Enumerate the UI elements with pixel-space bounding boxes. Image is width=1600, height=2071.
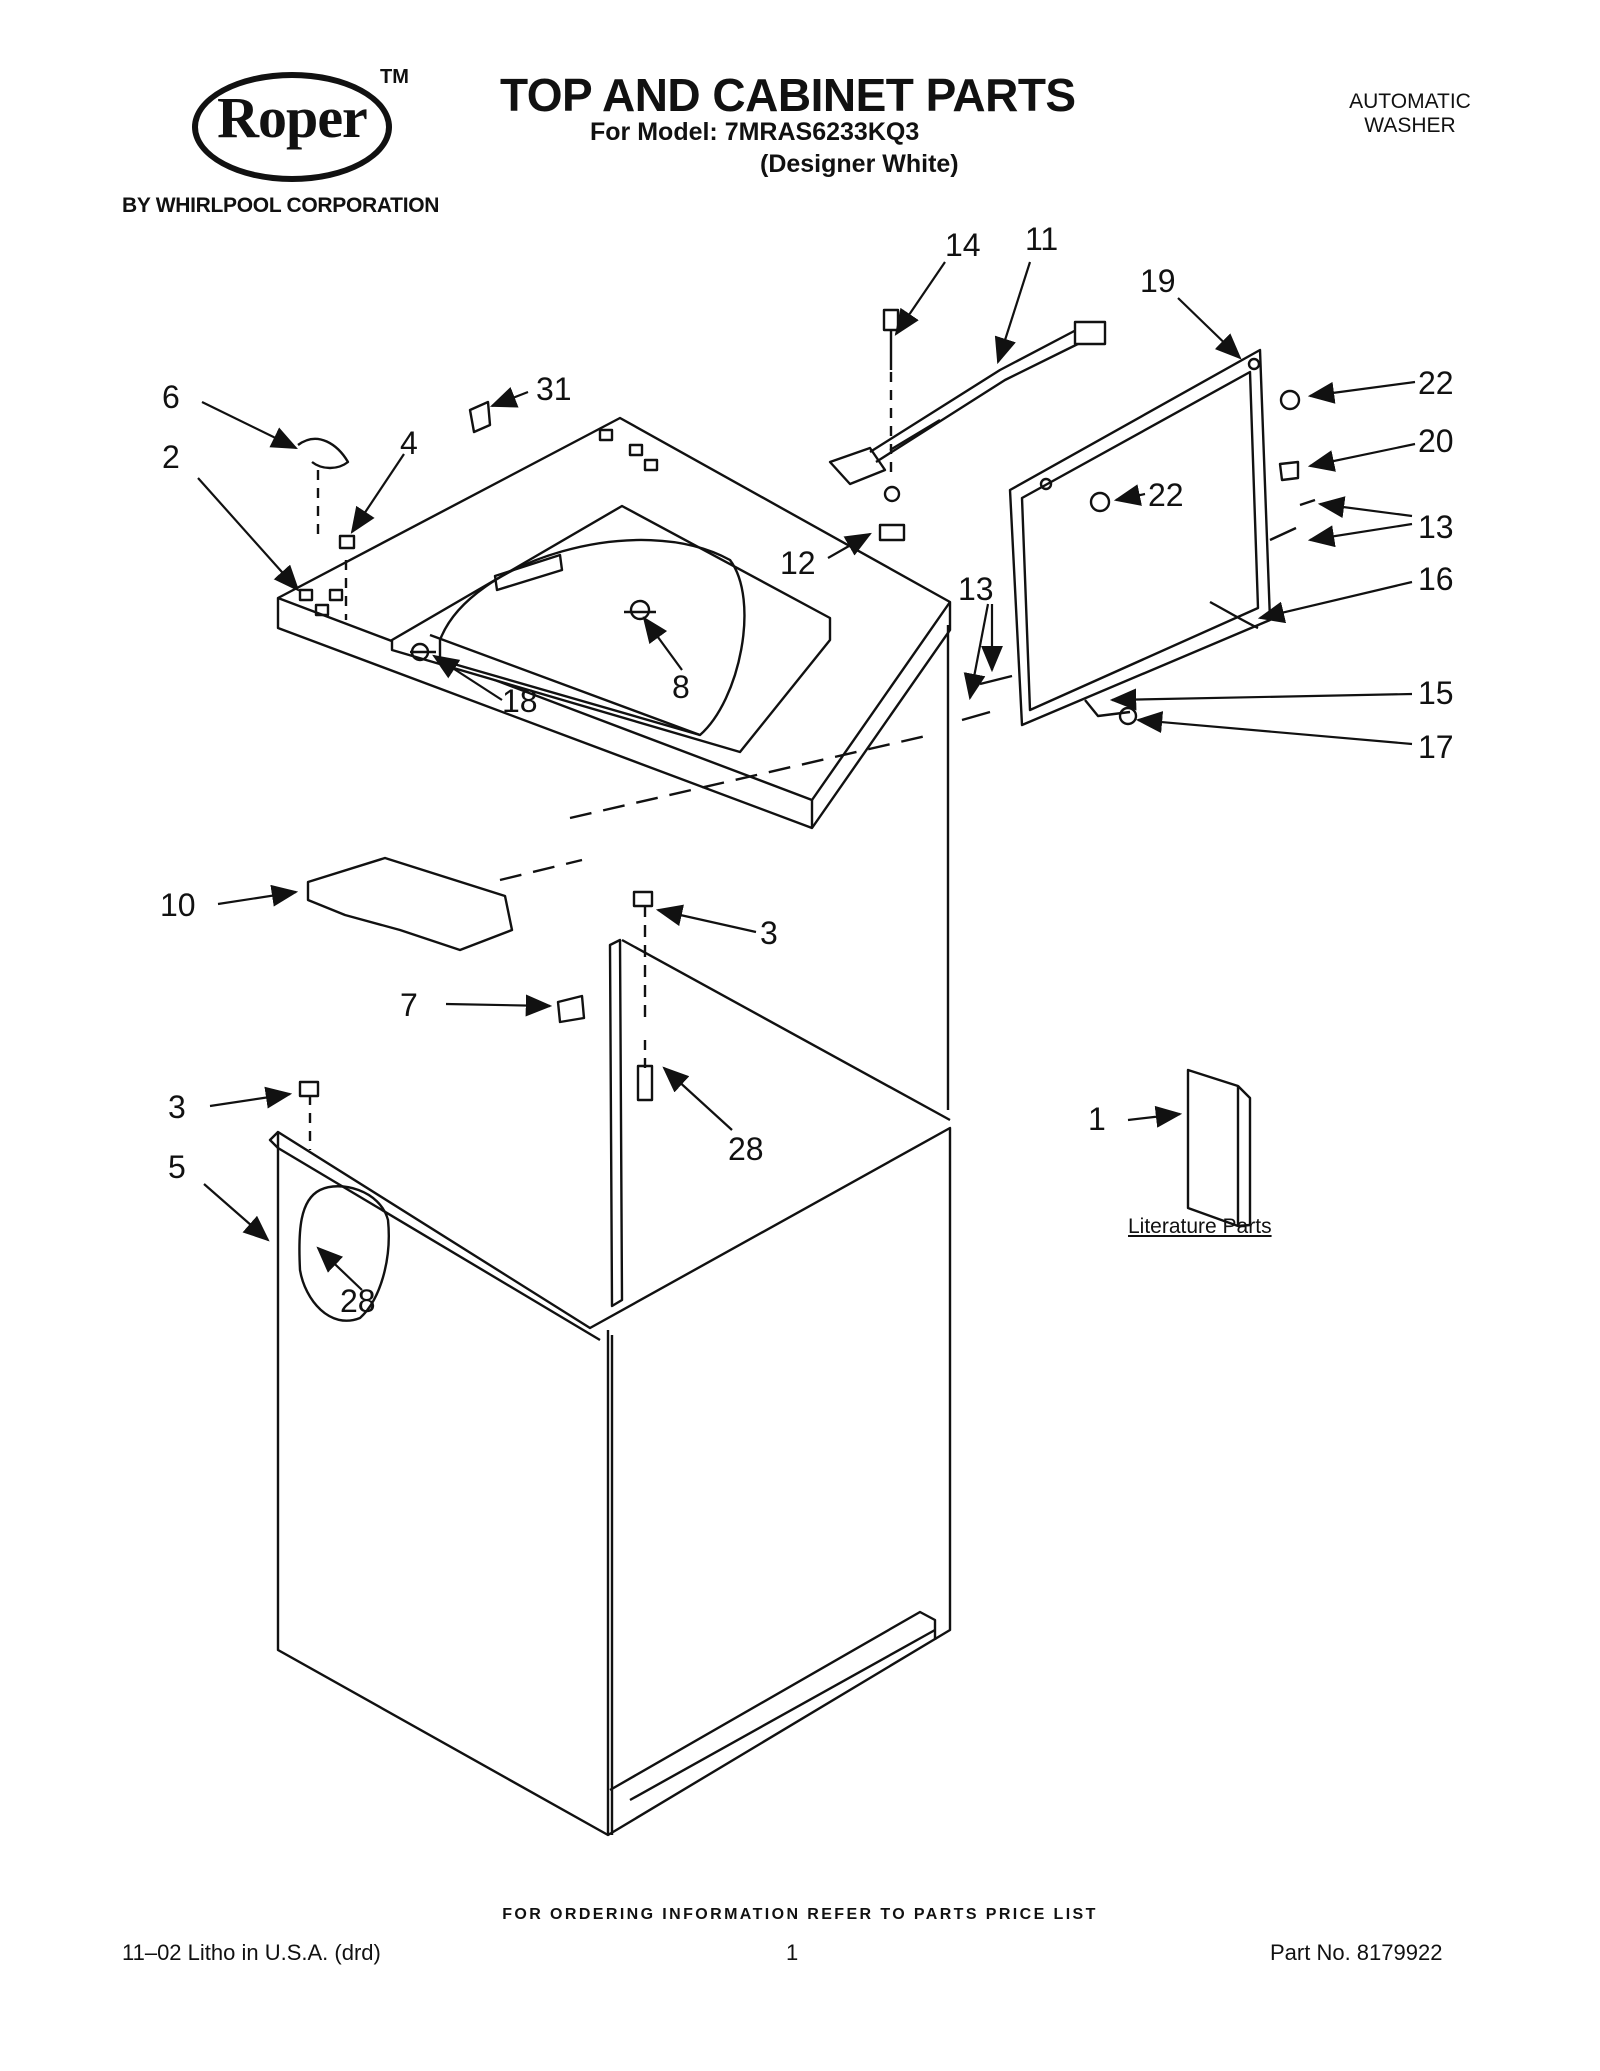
ordering-note: FOR ORDERING INFORMATION REFER TO PARTS …	[502, 1906, 1098, 1923]
literature-booklet	[1186, 1068, 1252, 1228]
litho-info: 11–02 Litho in U.S.A. (drd)	[122, 1940, 381, 1965]
callout-2: 2	[162, 439, 180, 475]
logo-trademark: TM	[380, 66, 409, 88]
model-variant: (Designer White)	[760, 150, 959, 178]
cabinet	[268, 938, 952, 1837]
clip-4	[338, 534, 356, 550]
callout-11: 11	[1025, 221, 1058, 257]
callout-17: 17	[1418, 729, 1454, 765]
clip-3-upper	[632, 890, 654, 908]
callout-1: 1	[1088, 1101, 1106, 1137]
callout-31: 31	[536, 371, 572, 407]
part-number: Part No. 8179922	[1270, 1940, 1443, 1965]
callout-3-upper: 3	[760, 915, 778, 951]
callout-19: 19	[1140, 263, 1176, 299]
washer-lid	[1008, 348, 1316, 727]
top-panel	[276, 416, 952, 830]
logo-oval	[192, 72, 392, 182]
lid-hinge-screws	[961, 674, 1013, 722]
callout-10: 10	[160, 887, 196, 923]
brand-logo: Roper TM BY WHIRLPOOL CORPORATION	[122, 62, 482, 222]
shield-part	[306, 856, 514, 952]
callout-15: 15	[1418, 675, 1454, 711]
clip-part	[297, 437, 350, 470]
callout-13-right: 13	[1418, 509, 1454, 545]
page-title: TOP AND CABINET PARTS	[500, 69, 1076, 121]
bracket-part	[468, 400, 492, 434]
clip-3-lower	[298, 1080, 320, 1098]
callout-28-upper: 28	[728, 1131, 764, 1167]
logo-wordmark: Roper	[217, 85, 368, 150]
callout-18: 18	[502, 683, 538, 719]
leader-arrows	[197, 261, 1416, 1291]
callout-28-lower: 28	[340, 1283, 376, 1319]
callout-7: 7	[400, 987, 418, 1023]
model-number: For Model: 7MRAS6233KQ3	[590, 118, 920, 146]
logo-subtitle: BY WHIRLPOOL CORPORATION	[122, 194, 440, 217]
callout-labels: 14 11 19 22 6 31 20 2 4 22 13 12 13 16 1…	[160, 221, 1454, 1319]
product-type-line1: AUTOMATIC	[1349, 90, 1471, 113]
callout-8: 8	[672, 669, 690, 705]
product-type: AUTOMATIC WASHER	[1310, 90, 1510, 138]
callout-16: 16	[1418, 561, 1454, 597]
callout-20: 20	[1418, 423, 1454, 459]
callout-6: 6	[162, 379, 180, 415]
screw-28-upper	[636, 1064, 654, 1102]
literature-parts-label: Literature Parts	[1128, 1215, 1272, 1238]
callout-5: 5	[168, 1149, 186, 1185]
page-number: 1	[786, 1940, 799, 1965]
callout-22-upper: 22	[1418, 365, 1454, 401]
callout-14: 14	[945, 227, 981, 263]
callout-3-lower: 3	[168, 1089, 186, 1125]
lid-switch-harness	[828, 308, 1107, 542]
callout-13-left: 13	[958, 571, 994, 607]
product-type-line2: WASHER	[1364, 114, 1456, 137]
callout-4: 4	[400, 425, 418, 461]
callout-22-lower: 22	[1148, 477, 1184, 513]
screw-7	[556, 994, 586, 1024]
callout-12: 12	[780, 545, 816, 581]
